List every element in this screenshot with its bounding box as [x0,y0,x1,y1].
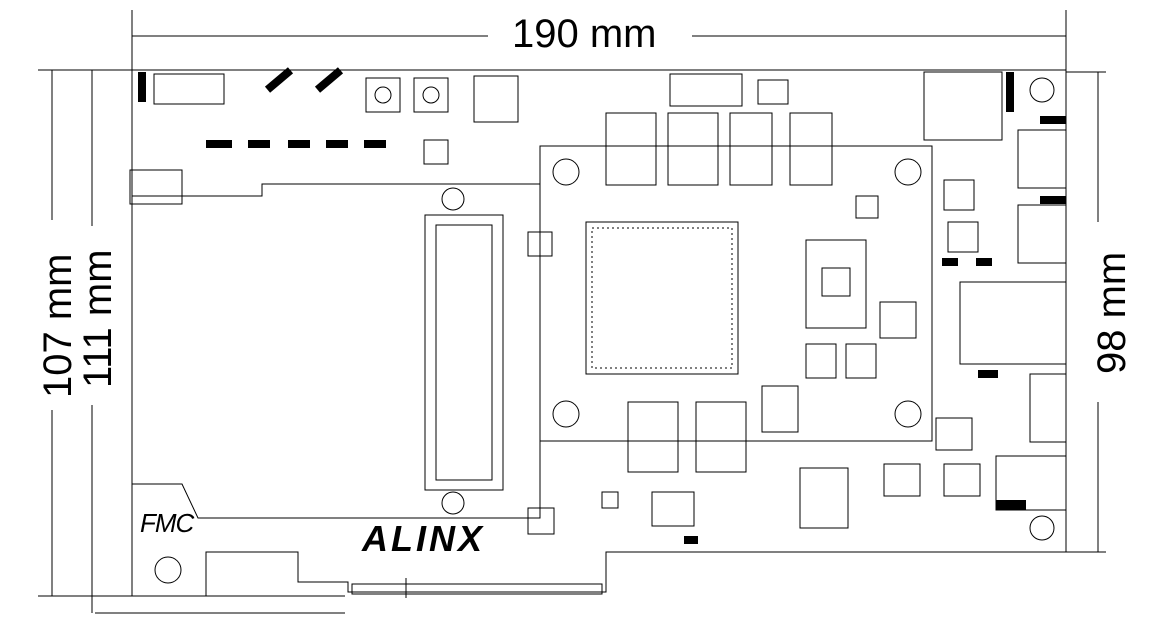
jtag-header [153,73,225,105]
chip-top-2 [757,79,789,105]
mount-hole-1 [441,187,465,211]
dim-height-outer-label: 107 mm [36,253,80,399]
inductor-3 [935,417,973,451]
sfp-jack [1029,373,1067,443]
core-board-outline [539,145,933,442]
ddr-chip-6 [695,401,747,473]
mount-hole-8 [1029,515,1055,541]
board-outline [131,69,1067,597]
arm-chip [805,239,867,329]
fmc-connector [424,214,504,491]
usb-port-2 [1017,204,1067,264]
bottom-ic-2 [651,491,695,527]
mount-hole-4 [894,158,922,186]
mount-hole-7 [1029,77,1055,103]
mount-hole-3 [552,158,580,186]
chip-top-1 [473,75,519,123]
bottom-ic-3 [527,507,555,535]
fmc-logo: FMC [140,508,194,538]
fpga-chip [585,221,739,375]
chip-top-3 [669,73,743,107]
inductor-2 [943,463,981,497]
dim-width-label: 190 mm [512,12,657,56]
mount-hole-2 [441,491,465,515]
sd-card-slot [923,71,1003,141]
inductor-1 [883,463,921,497]
button-2 [413,77,449,113]
mount-hole-5 [552,400,580,428]
ddr-chip-4 [789,112,833,186]
mount-hole-9 [154,556,182,584]
alinx-logo: ALINX [362,518,485,559]
fmc-region [131,183,541,519]
side-connector [129,169,183,205]
dim-height-right-label: 98 mm [1090,251,1134,374]
dim-height-inner-label: 111 mm [76,249,120,388]
power-jack [995,455,1067,511]
bottom-ic-1 [799,467,849,529]
ddr-chip-2 [667,112,719,186]
ethernet-jack [959,281,1067,365]
bottom-ic-4 [601,491,619,509]
mount-hole-6 [894,400,922,428]
usb-port-1 [1017,129,1067,189]
pcie-fingers [351,583,603,595]
ddr-chip-1 [605,112,657,186]
ddr-chip-3 [729,112,773,186]
button-1 [365,77,401,113]
ddr-chip-5 [627,401,679,473]
